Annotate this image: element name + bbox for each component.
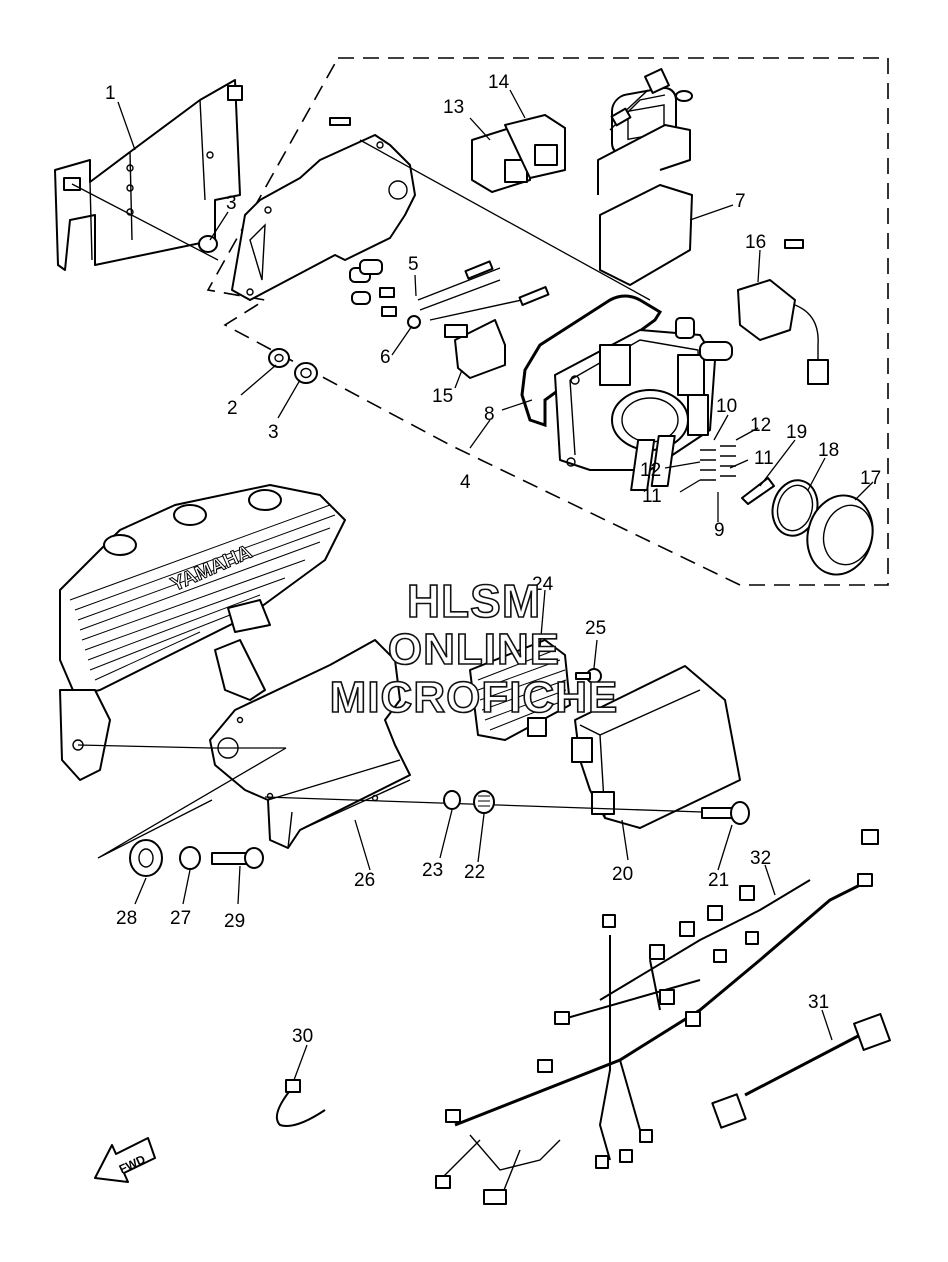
callout-26: 26 — [354, 870, 375, 891]
callout-3-lower: 3 — [268, 422, 279, 443]
part-28-grommet[interactable] — [129, 839, 163, 877]
part-15-connector[interactable] — [444, 319, 506, 379]
forward-direction-arrow: FWD — [94, 1137, 156, 1183]
callout-11-right: 11 — [754, 448, 774, 469]
callout-10: 10 — [716, 396, 737, 417]
callout-17: 17 — [860, 468, 881, 489]
part-27-collar[interactable] — [179, 846, 201, 870]
callout-30: 30 — [292, 1026, 313, 1047]
watermark-line-2: ONLINE — [387, 625, 561, 674]
part-2-washer[interactable] — [268, 348, 290, 368]
callout-12-right: 12 — [750, 415, 771, 436]
engine-cylinder-head — [59, 484, 346, 781]
part-24-rectifier-regulator[interactable] — [469, 639, 571, 741]
subassembly-dashed-outline — [206, 57, 889, 586]
parts-9-12-terminal-strips[interactable] — [630, 435, 736, 491]
part-26-bracket-plate[interactable] — [209, 639, 411, 849]
callout-32: 32 — [750, 848, 771, 869]
callout-3-upper: 3 — [226, 193, 237, 214]
part-17-cap[interactable] — [799, 488, 882, 582]
callout-14: 14 — [488, 72, 510, 93]
callout-12-left: 12 — [640, 460, 661, 481]
callout-23: 23 — [422, 860, 443, 881]
part-31-lead-wire[interactable] — [711, 1013, 891, 1129]
callout-2: 2 — [227, 398, 238, 419]
part-1-bracket[interactable] — [54, 79, 243, 271]
callout-19: 19 — [786, 422, 807, 443]
part-30-clamp-band[interactable] — [276, 1079, 326, 1127]
part-16-sensor[interactable] — [737, 239, 829, 385]
part-19-clip[interactable] — [741, 477, 775, 505]
part-22-grommet[interactable] — [473, 790, 495, 814]
callout-7: 7 — [735, 191, 746, 212]
callout-21: 21 — [708, 870, 729, 891]
part-3-collar[interactable] — [294, 362, 318, 384]
callout-5: 5 — [408, 254, 419, 275]
watermark-line-1: HLSM — [406, 575, 542, 627]
callout-20: 20 — [612, 864, 633, 885]
callout-15: 15 — [432, 386, 453, 407]
callout-9: 9 — [714, 520, 725, 541]
callout-29: 29 — [224, 911, 245, 932]
callout-6: 6 — [380, 347, 391, 368]
callout-leader-lines — [117, 89, 874, 1081]
callout-11-left: 11 — [642, 486, 662, 507]
callout-8: 8 — [484, 404, 495, 425]
part-7-cover[interactable] — [597, 68, 693, 286]
part-5-grommet-set[interactable] — [349, 259, 550, 321]
callout-22: 22 — [464, 862, 485, 883]
part-29-bolt[interactable] — [211, 847, 264, 869]
callout-1: 1 — [105, 83, 116, 104]
part-23-collar[interactable] — [443, 790, 461, 810]
callout-4: 4 — [460, 472, 471, 493]
part-8-gasket[interactable] — [520, 294, 663, 428]
callout-13: 13 — [443, 97, 464, 118]
callout-24: 24 — [532, 574, 554, 595]
callout-28: 28 — [116, 908, 137, 929]
part-6-bolt[interactable] — [407, 315, 421, 329]
callout-27: 27 — [170, 908, 191, 929]
mount-leader-lines — [97, 747, 287, 859]
callout-16: 16 — [745, 232, 766, 253]
callout-31: 31 — [808, 992, 829, 1013]
watermark-line-3: MICROFICHE — [329, 673, 619, 722]
callout-18: 18 — [818, 440, 839, 461]
part-4-base-plate[interactable] — [231, 117, 651, 301]
part-25-bolt[interactable] — [575, 668, 602, 684]
part-14-relay[interactable] — [504, 114, 566, 179]
part-32-wire-harness[interactable] — [435, 829, 879, 1205]
callout-25: 25 — [585, 618, 606, 639]
